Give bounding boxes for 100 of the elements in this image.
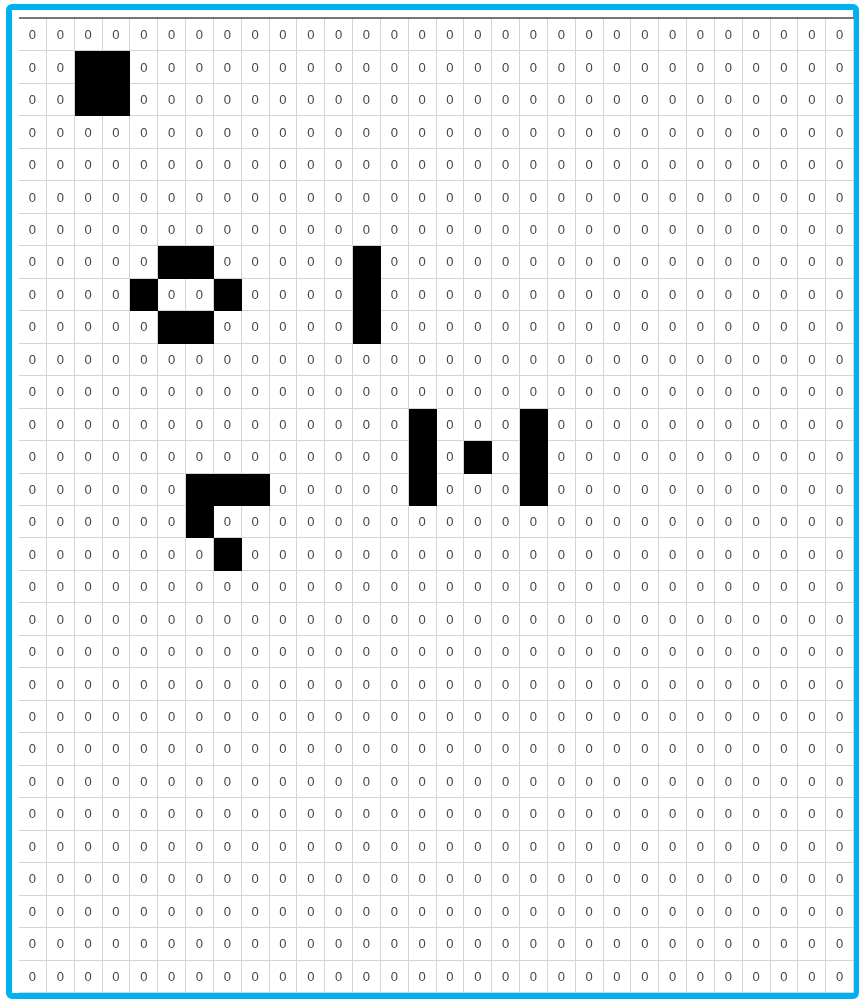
grid-cell: 0 [130,765,159,799]
grid-cell: 0 [603,668,632,701]
grid-cell: 0 [603,246,632,279]
grid-cell: 0 [492,538,520,571]
grid-cell: 0 [492,213,520,247]
grid-cell: 0 [742,570,771,604]
grid-cell: 0 [547,895,576,929]
grid-cell: 0 [269,538,298,571]
grid-cell: 0 [380,343,409,377]
grid-cell: 0 [269,830,298,864]
grid-cell: 0 [464,19,493,52]
grid-cell: 0 [74,408,103,442]
grid-cell: 0 [186,733,214,766]
grid-cell: 0 [19,668,47,701]
grid-cell: 0 [297,798,326,831]
grid-cell: 0 [297,960,326,993]
grid-cell: 0 [826,506,854,539]
grid-cell: 0 [241,700,270,734]
grid-cell: 0 [46,765,75,799]
grid-cell: 0 [436,311,465,344]
grid-cell: 0 [492,635,520,669]
grid-cell: 0 [742,765,771,799]
grid-cell: 0 [547,960,576,993]
grid-cell: 0 [687,441,715,474]
grid-cell: 0 [603,928,632,961]
grid-cell: 0 [269,473,298,506]
grid-cell: 0 [492,863,520,896]
grid-cell: 0 [520,863,548,896]
grid-cell: 0 [408,798,437,831]
grid-cell: 0 [269,148,298,182]
grid-cell: 0 [575,733,604,766]
grid-cell: 0 [19,895,47,929]
grid-cell: 0 [186,960,214,993]
grid-cell: 0 [186,603,214,636]
grid-cell: 0 [158,830,186,864]
grid-cell: 0 [213,830,242,864]
grid-cell: 0 [798,278,827,312]
grid-cell: 0 [659,473,687,506]
grid-cell: 0 [353,733,381,766]
grid-cell: 0 [520,148,548,182]
grid-cell: 0 [575,408,604,442]
grid-cell: 0 [213,668,242,701]
grid-cell: 0 [714,408,743,442]
grid-cell: 0 [353,181,381,214]
grid-cell: 0 [798,668,827,701]
grid-cell: 0 [826,181,854,214]
grid-cell: 0 [687,700,715,734]
grid-cell: 0 [130,603,159,636]
grid-cell: 0 [631,635,660,669]
grid-cell: 0 [714,506,743,539]
grid-cell: 0 [213,765,242,799]
grid-cell: 0 [492,830,520,864]
grid-cell: 0 [547,441,576,474]
grid-cell: 0 [325,538,353,571]
grid-cell: 0 [492,668,520,701]
grid-cell: 0 [46,733,75,766]
grid-cell: 0 [770,181,799,214]
grid-cell: 0 [74,798,103,831]
grid-cell: 0 [603,538,632,571]
grid-cell: 0 [826,863,854,896]
grid-cell: 0 [380,960,409,993]
grid-cell: 0 [46,635,75,669]
grid-cell: 0 [213,148,242,182]
grid-cell: 0 [325,473,353,506]
grid-cell: 0 [325,798,353,831]
grid-cell: 0 [742,506,771,539]
grid-cell: 0 [770,863,799,896]
grid-cell: 0 [687,506,715,539]
grid-cell: 0 [353,343,381,377]
grid-cell: 0 [158,343,186,377]
grid-cell: 0 [241,960,270,993]
grid-cell: 0 [130,441,159,474]
grid-cell: 0 [742,635,771,669]
grid-cell: 0 [297,603,326,636]
grid-cell: 0 [19,765,47,799]
grid-cell: 0 [213,408,242,442]
grid-cell: 0 [436,213,465,247]
grid-cell: 0 [19,830,47,864]
grid-cell: 0 [19,473,47,506]
grid-cell: 0 [213,960,242,993]
grid-cell: 0 [742,311,771,344]
grid-cell: 0 [770,343,799,377]
grid-cell: 0 [742,116,771,149]
grid-cell: 0 [742,928,771,961]
grid-cell: 0 [631,960,660,993]
grid-cell: 0 [575,700,604,734]
grid-cell: 0 [74,765,103,799]
grid-cell: 0 [603,603,632,636]
grid-cell: 0 [102,635,131,669]
grid-cell: 0 [102,148,131,182]
grid-cell: 0 [464,83,493,117]
grid-cell: 0 [213,116,242,149]
grid-cell: 0 [575,311,604,344]
grid-cell: 0 [241,246,270,279]
grid-cell: 0 [659,895,687,929]
grid-cell: 0 [464,603,493,636]
grid-cell: 0 [297,538,326,571]
grid-cell: 0 [186,928,214,961]
grid-cell: 0 [380,635,409,669]
grid-cell: 0 [297,668,326,701]
